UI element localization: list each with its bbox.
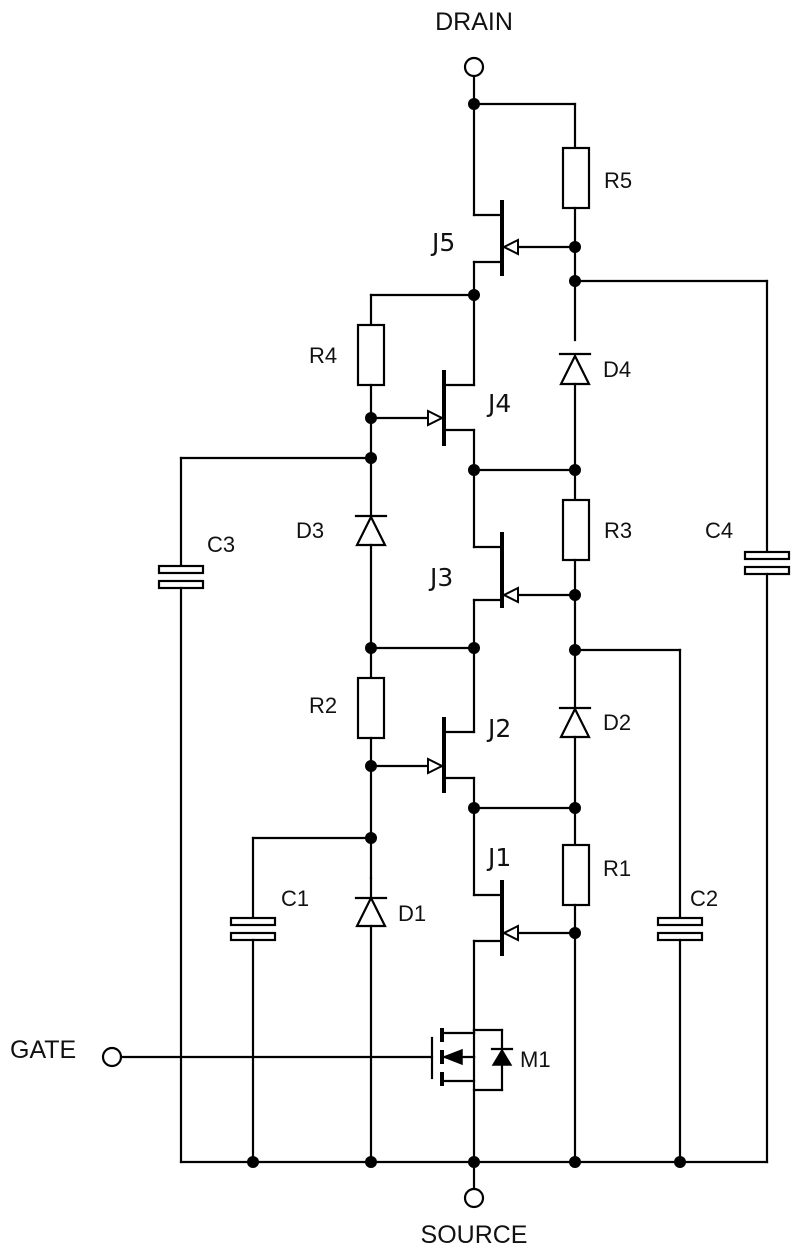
- r3-label: R3: [604, 518, 632, 543]
- d3-label: D3: [296, 518, 324, 543]
- drain-label: DRAIN: [435, 8, 513, 36]
- jfet-j1: [472, 880, 577, 956]
- junction-dots: [247, 98, 686, 1168]
- jfet-j4: [369, 370, 476, 446]
- capacitor-c1: [229, 916, 277, 942]
- j2-label: J2: [486, 714, 511, 743]
- source-label: SOURCE: [421, 1221, 528, 1249]
- d4-label: D4: [603, 357, 631, 382]
- resistor-r4: [356, 323, 386, 387]
- capacitor-c2: [656, 916, 704, 942]
- d2-label: D2: [603, 710, 631, 735]
- c4-label: C4: [705, 518, 733, 543]
- d1-label: D1: [398, 901, 426, 926]
- mosfet-m1: [430, 1028, 514, 1164]
- diode-d3: [354, 514, 388, 547]
- drain-terminal: [463, 56, 485, 106]
- c1-label: C1: [281, 886, 309, 911]
- jfet-j5: [472, 200, 577, 276]
- r1-label: R1: [603, 856, 631, 881]
- j4-label: J4: [486, 389, 511, 418]
- j5-label: J5: [430, 228, 455, 257]
- resistor-r2: [356, 676, 386, 740]
- r2-label: R2: [309, 693, 337, 718]
- diode-d4: [558, 352, 592, 386]
- gate-label: GATE: [10, 1036, 76, 1064]
- r5-label: R5: [604, 168, 632, 193]
- diode-d1: [354, 895, 388, 928]
- j1-label: J1: [486, 843, 511, 872]
- resistor-r3: [561, 498, 591, 562]
- jfet-j2: [369, 717, 476, 793]
- resistor-r5: [561, 146, 591, 210]
- gate-terminal: [101, 1046, 434, 1068]
- m1-label: M1: [520, 1047, 551, 1072]
- capacitor-c4: [743, 550, 791, 576]
- c3-label: C3: [207, 532, 235, 557]
- r4-label: R4: [309, 343, 337, 368]
- j3-label: J3: [428, 563, 453, 592]
- source-terminal: [463, 1160, 485, 1209]
- diode-d2: [558, 706, 592, 739]
- c2-label: C2: [690, 886, 718, 911]
- jfet-j3: [472, 532, 577, 608]
- capacitor-c3: [157, 564, 205, 590]
- resistor-r1: [561, 843, 591, 907]
